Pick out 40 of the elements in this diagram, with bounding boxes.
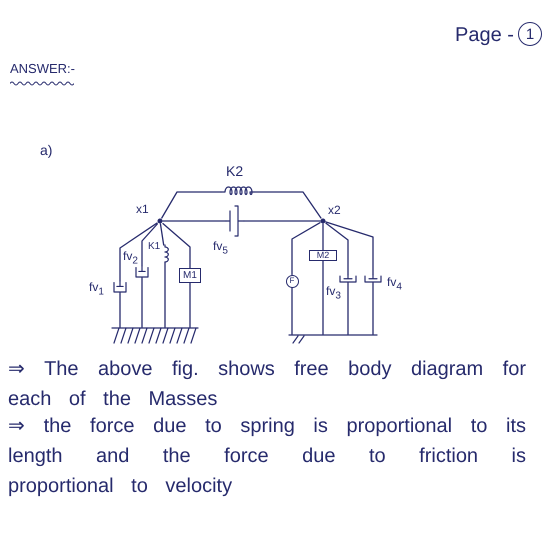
connector-line — [372, 283, 374, 335]
connector-line — [161, 191, 222, 219]
mass-box: M1 — [179, 268, 201, 283]
connector-line — [291, 286, 293, 335]
page-number-circle: 1 — [518, 22, 542, 46]
connector-line — [141, 278, 143, 328]
point-label: x1 — [136, 203, 149, 215]
ground-symbol — [289, 334, 377, 344]
connector-line — [119, 293, 121, 328]
connector-line — [119, 222, 158, 282]
paragraph: ⇒ The above fig. shows free body diagram for each of the Masses — [8, 357, 526, 412]
force-source-circle: F — [286, 274, 298, 288]
connector-line — [322, 223, 324, 251]
page-label: Page - — [455, 25, 514, 45]
part-label: a) — [40, 143, 52, 157]
component-label: fv$_{5}$ — [213, 240, 228, 256]
connector-line — [253, 191, 322, 219]
component-label: fv$_{2}$ — [123, 250, 138, 266]
connector-line — [347, 283, 349, 335]
component-label: fv$_{1}$ — [89, 281, 104, 298]
component-label: K2 — [226, 164, 244, 178]
connector-line — [189, 282, 191, 328]
connector-line — [322, 260, 324, 335]
component-label: fv$_{4}$ — [387, 276, 402, 292]
connector-line — [325, 221, 374, 276]
heading: ANSWER:- — [10, 62, 75, 75]
connector-line — [162, 222, 191, 269]
connector-line — [243, 220, 321, 222]
component-label: K1 — [148, 242, 160, 252]
connector-line — [291, 222, 321, 276]
connector-line — [325, 222, 349, 276]
connector-line — [160, 223, 164, 246]
connector-line — [141, 223, 158, 267]
ground-symbol — [112, 327, 198, 344]
connector-line — [164, 261, 166, 328]
paragraph: ⇒ the force due to spring is proportional to its length and the force due to friction is proportional to velocity — [8, 414, 526, 499]
point-label: x2 — [328, 204, 341, 216]
connector-line — [162, 220, 227, 222]
mass-box: M2 — [309, 250, 337, 261]
component-label: fv$_{3}$ — [326, 285, 341, 302]
